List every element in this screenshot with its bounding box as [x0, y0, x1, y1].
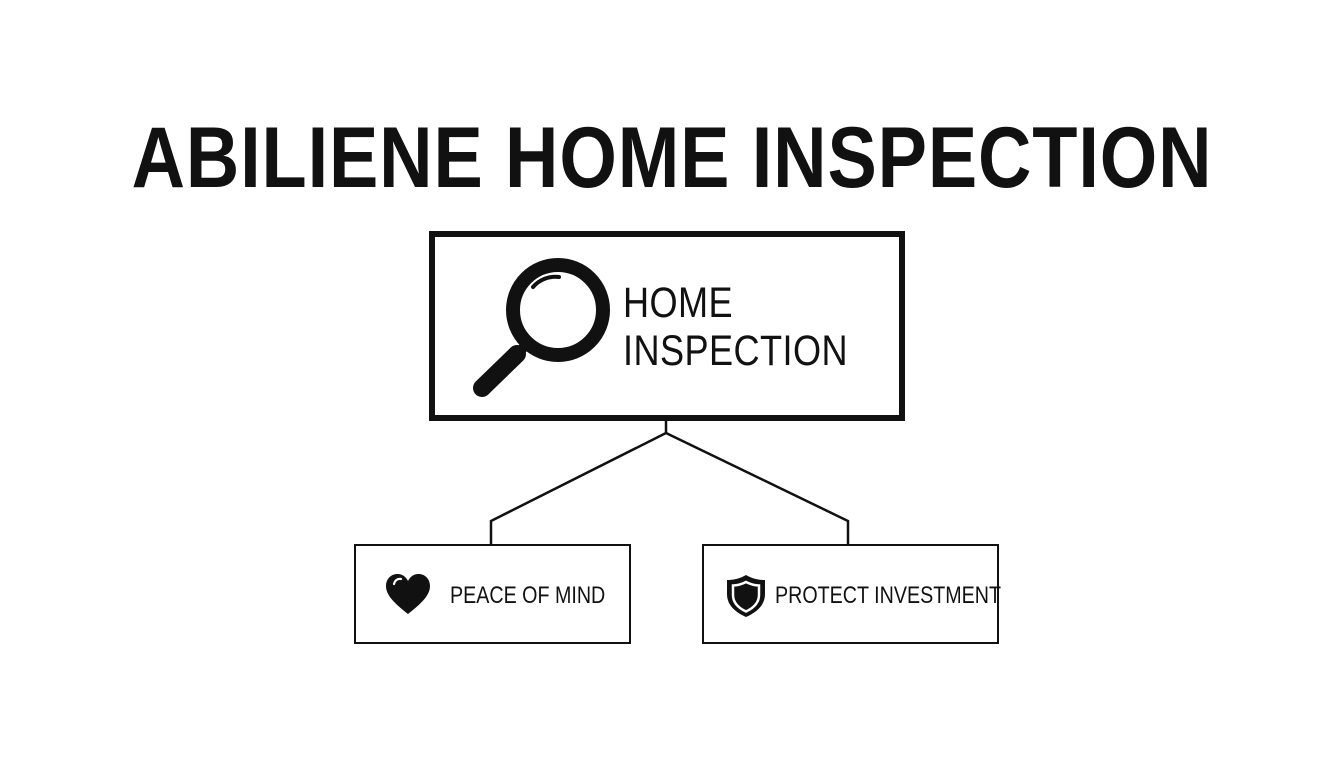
child-node-label: PROTECT INVESTMENT — [775, 582, 1001, 609]
connector-right — [665, 431, 850, 544]
main-node-label-line1: HOME — [623, 279, 734, 327]
page-title: ABILIENE HOME INSPECTION — [131, 110, 1213, 206]
heart-icon — [386, 574, 430, 614]
child-node-label: PEACE OF MIND — [450, 582, 606, 609]
child-node-peace-of-mind: PEACE OF MIND — [354, 544, 631, 644]
shield-icon — [727, 575, 765, 617]
connector-left — [489, 431, 667, 544]
main-node-label-line2: INSPECTION — [623, 327, 848, 375]
main-node-box: HOME INSPECTION — [429, 231, 905, 421]
main-node-label: HOME INSPECTION — [623, 279, 850, 375]
magnifying-glass-icon — [473, 258, 610, 397]
child-node-protect-investment: PROTECT INVESTMENT — [702, 544, 1001, 644]
